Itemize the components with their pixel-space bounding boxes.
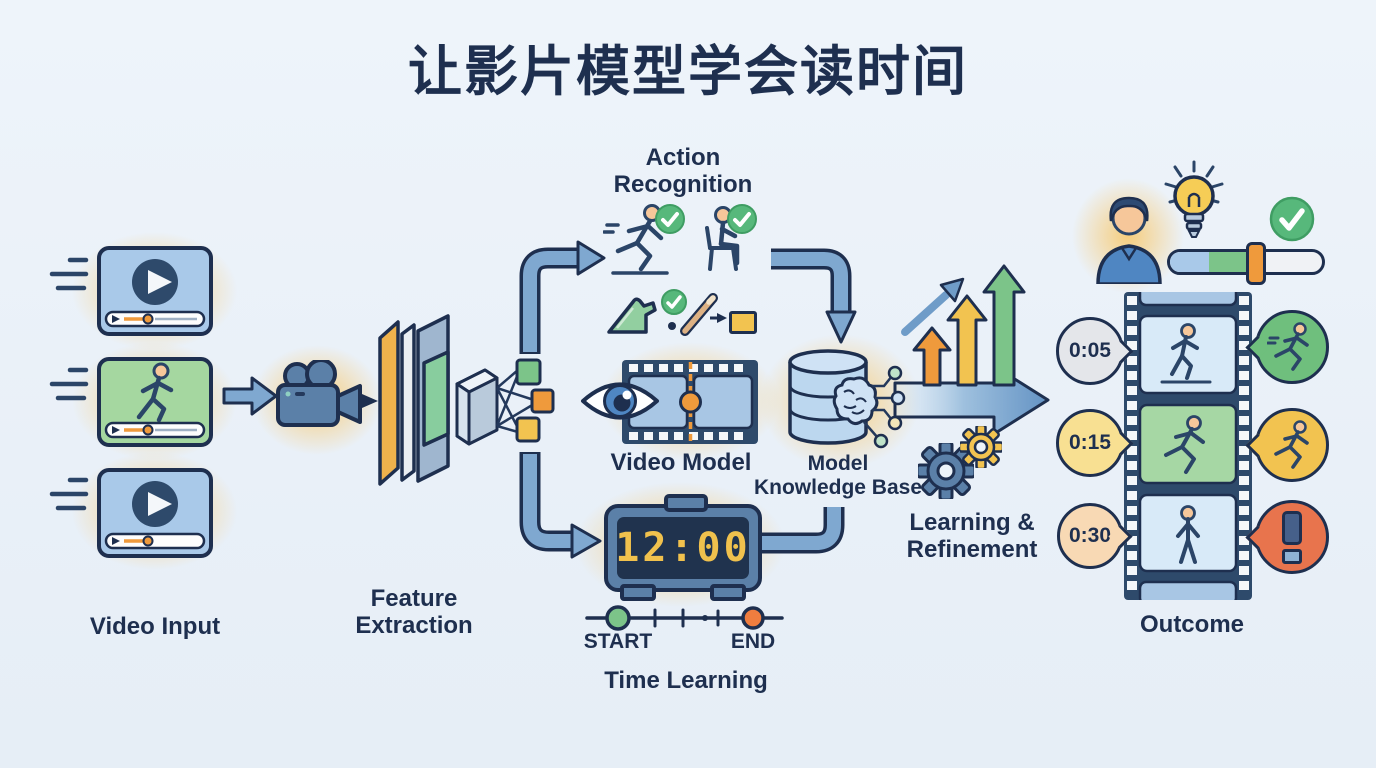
action-recognition-label: Action Recognition bbox=[613, 144, 753, 198]
pencil-icon bbox=[680, 293, 718, 336]
outcome-label: Outcome bbox=[1139, 611, 1244, 638]
green-feature-box bbox=[422, 350, 450, 447]
timestamp-text: 0:15 bbox=[1068, 431, 1112, 454]
feature-extraction-label: Feature Extraction bbox=[355, 585, 473, 639]
node-dot bbox=[887, 365, 903, 381]
feature-square-orange bbox=[530, 388, 555, 414]
check-icon bbox=[727, 204, 757, 234]
bar-segment-blue bbox=[1170, 252, 1209, 272]
result-bubble-alert bbox=[1245, 500, 1329, 574]
brain-icon bbox=[832, 376, 879, 426]
knowledge-base-icon bbox=[788, 349, 906, 449]
sitting-person-icon bbox=[705, 206, 740, 271]
video-thumbnail-play bbox=[97, 468, 213, 558]
shoulders bbox=[1096, 244, 1162, 284]
node-dot bbox=[887, 415, 903, 431]
clock-screen: 12:00 bbox=[615, 517, 751, 579]
frame-0-15 bbox=[1138, 403, 1238, 485]
arrowhead-right bbox=[570, 523, 602, 559]
eye-icon bbox=[581, 382, 659, 420]
running-person-icon bbox=[1267, 322, 1309, 371]
timestamp-text: 0:30 bbox=[1068, 524, 1112, 547]
arrowhead-down bbox=[825, 310, 857, 344]
walking-person-icon bbox=[1160, 323, 1212, 384]
clock-foot bbox=[620, 584, 656, 601]
orange-layer bbox=[378, 320, 400, 486]
time-learning-label: Time Learning bbox=[604, 667, 768, 694]
end-dot bbox=[741, 606, 765, 630]
knowledge-base-label: Model Knowledge Base bbox=[753, 452, 923, 499]
check-icon bbox=[655, 204, 685, 234]
mini-right-arrow bbox=[717, 313, 727, 323]
timestamp-bubble: 0:30 bbox=[1057, 503, 1133, 569]
result-bubble-running bbox=[1245, 310, 1329, 384]
walking-person-icon bbox=[136, 362, 174, 423]
end-label: END bbox=[730, 630, 776, 653]
bar-segment-green bbox=[1209, 252, 1246, 272]
node-dot bbox=[890, 390, 906, 406]
time-marker-dot bbox=[679, 390, 702, 414]
video-thumbnail-play bbox=[97, 246, 213, 336]
node-dot bbox=[873, 433, 889, 449]
speed-lines-icon bbox=[49, 257, 89, 291]
green-up-arrow bbox=[982, 264, 1026, 387]
page-title: 让影片模型学会读时间 bbox=[408, 42, 968, 102]
frame-0-05 bbox=[1138, 314, 1238, 395]
dot-separator bbox=[668, 322, 676, 330]
running-person-icon bbox=[1274, 420, 1309, 469]
gear-icon bbox=[960, 426, 1002, 468]
arrowhead-right bbox=[576, 240, 606, 276]
person-avatar bbox=[1096, 196, 1162, 284]
video-model-label: Video Model bbox=[610, 449, 752, 476]
outcome-filmstrip bbox=[1124, 292, 1252, 600]
feature-square-green bbox=[515, 358, 542, 386]
start-dot bbox=[605, 605, 631, 631]
clock-foot bbox=[710, 584, 746, 601]
bar-scrubber-handle bbox=[1246, 242, 1266, 285]
video-thumbnail-walking bbox=[97, 357, 213, 447]
timeline-icon bbox=[585, 605, 784, 631]
movie-camera-icon bbox=[276, 360, 362, 427]
yellow-token bbox=[729, 311, 757, 334]
lightbulb-icon bbox=[1164, 160, 1224, 238]
small-right-arrow bbox=[362, 394, 378, 408]
check-icon bbox=[661, 289, 687, 315]
result-bubble-running bbox=[1245, 408, 1329, 482]
running-person-icon bbox=[1164, 415, 1205, 474]
start-label: START bbox=[583, 630, 653, 653]
orange-up-arrow bbox=[912, 326, 952, 387]
speed-lines-icon bbox=[49, 477, 89, 511]
timestamp-text: 0:05 bbox=[1068, 339, 1112, 362]
timestamp-bubble: 0:15 bbox=[1056, 409, 1134, 477]
feature-cube bbox=[455, 368, 499, 446]
input-to-camera-arrow bbox=[222, 376, 278, 416]
feature-square-yellow bbox=[515, 416, 541, 443]
silver-layer bbox=[400, 323, 416, 482]
digital-clock: 12:00 bbox=[604, 494, 762, 601]
learning-refinement-label: Learning & Refinement bbox=[906, 509, 1038, 563]
speed-lines-icon bbox=[49, 367, 89, 401]
standing-person-icon bbox=[1176, 505, 1200, 564]
green-wedge-icon bbox=[607, 297, 657, 334]
video-input-label: Video Input bbox=[89, 613, 221, 640]
yellow-up-arrow bbox=[946, 294, 988, 387]
growth-arrows-icon bbox=[912, 264, 1026, 387]
diagonal-up-arrow bbox=[939, 277, 965, 303]
feature-extraction-layers bbox=[378, 314, 555, 486]
timestamp-bubble: 0:05 bbox=[1056, 317, 1134, 385]
clock-time: 12:00 bbox=[615, 525, 751, 571]
check-icon bbox=[1269, 196, 1315, 242]
clock-button bbox=[664, 494, 708, 512]
hair bbox=[1109, 196, 1149, 222]
exclamation-icon bbox=[1282, 510, 1302, 545]
exclamation-dot bbox=[1282, 548, 1302, 564]
